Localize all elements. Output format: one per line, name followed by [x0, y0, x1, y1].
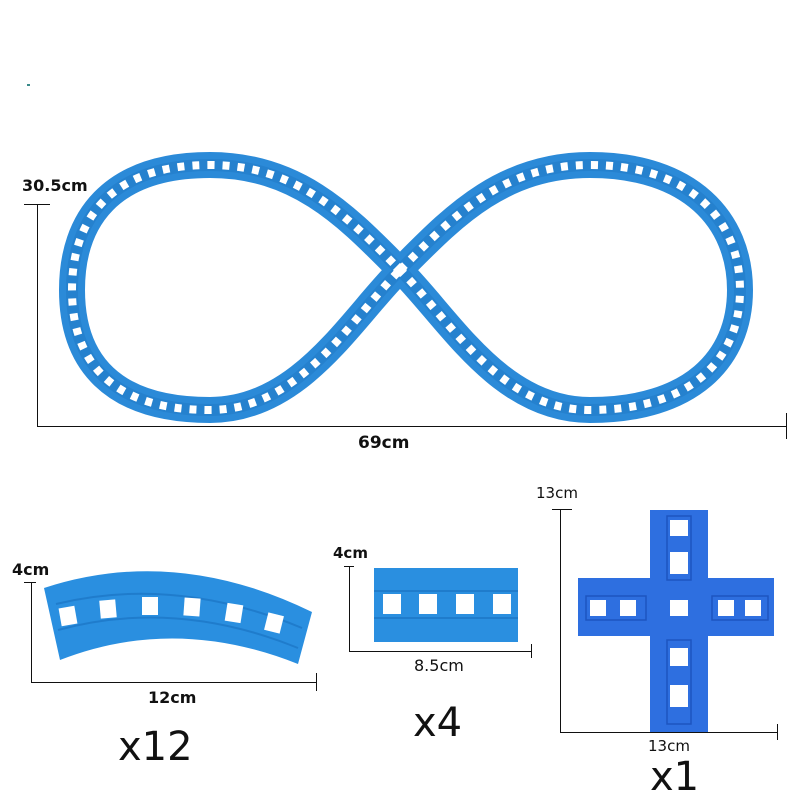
curved-height-line — [31, 582, 32, 683]
cross-width-tick — [777, 724, 778, 740]
figure8-width-label: 69cm — [358, 433, 410, 453]
cross-height-line — [560, 509, 561, 733]
cross-height-label: 13cm — [536, 484, 578, 502]
figure8-width-tick — [786, 413, 787, 439]
curved-width-tick — [316, 673, 317, 691]
straight-height-label: 4cm — [333, 544, 368, 562]
stray-mark — [27, 84, 30, 86]
straight-width-tick — [531, 644, 532, 658]
straight-quantity: x4 — [413, 700, 463, 746]
figure8-width-line — [37, 426, 787, 427]
curved-height-label: 4cm — [12, 560, 50, 579]
cross-quantity: x1 — [650, 754, 700, 800]
curved-width-label: 12cm — [148, 688, 197, 707]
cross-width-label: 13cm — [648, 737, 690, 755]
curved-quantity: x12 — [118, 724, 193, 770]
cross-width-line — [560, 732, 778, 733]
straight-width-line — [349, 651, 531, 652]
straight-width-label: 8.5cm — [414, 656, 464, 675]
figure8-height-label: 30.5cm — [22, 176, 88, 195]
straight-height-line — [349, 566, 350, 652]
cross-height-tick — [552, 509, 572, 510]
curved-height-tick — [24, 582, 36, 583]
curved-width-line — [31, 682, 317, 683]
figure8-height-line — [37, 204, 38, 427]
